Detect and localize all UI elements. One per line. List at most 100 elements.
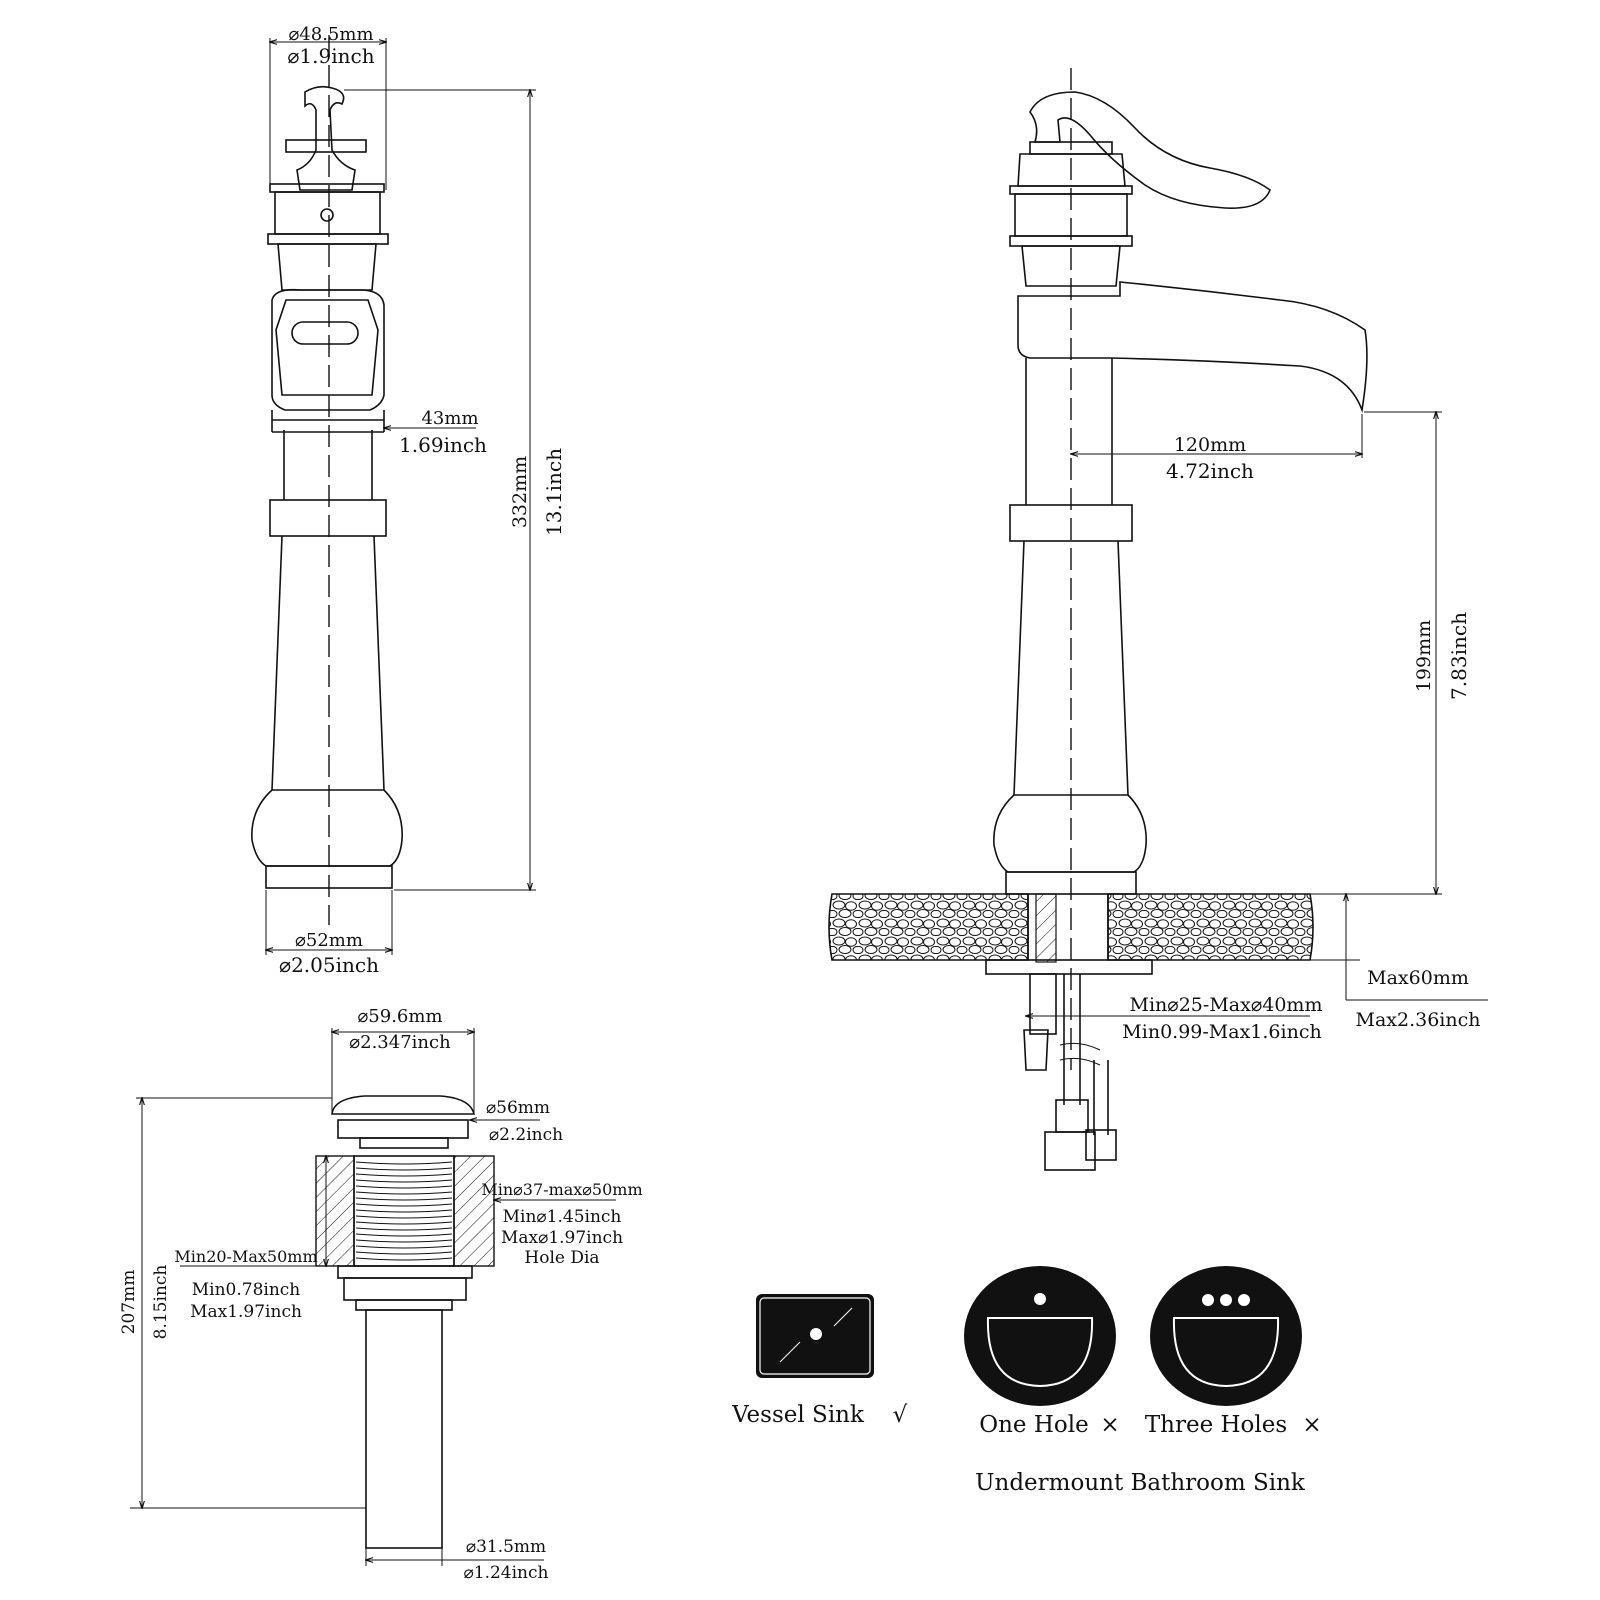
upper-neck <box>277 243 377 291</box>
upper-collar <box>267 233 389 245</box>
drain-view: ⌀59.6mm ⌀2.347inch ⌀56mm ⌀2.2inch Min⌀37… <box>119 1006 643 1583</box>
drain-hole-label: Hole Dia <box>524 1248 599 1268</box>
hose-fitting-left <box>1055 1099 1089 1133</box>
side-view: 120mm 4.72inch 199mm 7.83inch Max60mm Ma… <box>828 68 1488 1171</box>
vessel-check-mark: √ <box>893 1402 908 1428</box>
drain-tailpiece <box>365 1309 443 1549</box>
drain-height-in: 8.15inch <box>151 1265 171 1340</box>
thread-line <box>355 1173 453 1177</box>
thread-line <box>355 1191 453 1195</box>
spout-face <box>275 299 379 396</box>
front-neck-in: 1.69inch <box>399 433 487 457</box>
drain-thickness-mm: Min20-Max50mm <box>174 1247 317 1266</box>
base-bulge <box>251 789 403 867</box>
stud-shank <box>1029 973 1057 1035</box>
vessel-sink-label: Vessel Sink <box>731 1402 865 1428</box>
lower-column <box>271 535 385 791</box>
drain-cap-in: ⌀2.347inch <box>349 1032 451 1053</box>
thread-line <box>355 1197 453 1201</box>
thread-line <box>355 1251 453 1255</box>
drain-cap-mm: ⌀59.6mm <box>357 1006 442 1027</box>
side-deck-in: Max2.36inch <box>1356 1009 1481 1031</box>
sink-types: Vessel Sink √ One Hole × Three Holes × U… <box>731 1266 1322 1496</box>
side-upper-neck <box>1021 245 1121 287</box>
handle-collar <box>285 139 367 153</box>
front-height-mm: 332mm <box>509 456 531 528</box>
drain-cap <box>331 1095 476 1115</box>
side-deck-mm: Max60mm <box>1367 967 1469 989</box>
side-spout-height-in: 7.83inch <box>1447 612 1471 700</box>
side-base-bulge <box>993 794 1147 873</box>
thread-line <box>355 1227 453 1231</box>
mounting-plate <box>985 959 1153 975</box>
side-lever <box>1029 91 1271 209</box>
thread-line <box>355 1245 453 1249</box>
thread-line <box>355 1215 453 1219</box>
thread-line <box>355 1239 453 1243</box>
front-top-dia-in: ⌀1.9inch <box>287 44 374 68</box>
front-top-dia-mm: ⌀48.5mm <box>288 24 373 45</box>
three-holes-x-mark: × <box>1302 1412 1321 1438</box>
thread-line <box>355 1209 453 1213</box>
front-view: ⌀48.5mm ⌀1.9inch 43mm 1.69inch 332mm 13.… <box>251 24 566 977</box>
one-hole-x-mark: × <box>1100 1412 1119 1438</box>
front-height-in: 13.1inch <box>542 448 566 536</box>
drain-flange-step <box>359 1137 449 1149</box>
one-hole-sink-icon <box>964 1266 1116 1406</box>
side-hole-dia-mm: Min⌀25-Max⌀40mm <box>1130 994 1323 1016</box>
mount-nut <box>1023 1029 1049 1071</box>
drain-flange <box>337 1119 469 1139</box>
basin-wall-left <box>315 1155 355 1267</box>
hose-nut-left <box>1044 1131 1096 1171</box>
drain-tail-in: ⌀1.24inch <box>464 1563 549 1583</box>
drain-flange-in: ⌀2.2inch <box>489 1125 563 1145</box>
thread-line <box>355 1257 453 1261</box>
thread-line <box>355 1185 453 1189</box>
thread-line <box>355 1179 453 1183</box>
top-body <box>274 191 381 235</box>
spout-body <box>271 288 385 411</box>
hose-fitting-right <box>1085 1129 1117 1161</box>
countertop-right <box>1107 893 1314 961</box>
side-lower-column <box>1013 540 1129 796</box>
mid-collar <box>269 499 387 537</box>
front-handle <box>296 85 356 191</box>
upper-column <box>283 430 373 500</box>
drain-nut-lower <box>355 1299 453 1311</box>
side-spout-height-mm: 199mm <box>1413 620 1435 692</box>
thread-line <box>355 1167 453 1171</box>
drain-flange-mm: ⌀56mm <box>486 1098 550 1118</box>
basin-wall-right <box>453 1155 495 1267</box>
drain-thickness-min-in: Min0.78inch <box>192 1280 301 1300</box>
front-base-dia-in: ⌀2.05inch <box>279 953 379 977</box>
thread-line <box>355 1161 453 1165</box>
side-hole-dia-in: Min0.99-Max1.6inch <box>1122 1021 1321 1043</box>
undermount-label: Undermount Bathroom Sink <box>975 1470 1306 1496</box>
side-reach-in: 4.72inch <box>1166 459 1254 483</box>
vessel-sink-icon <box>756 1294 874 1378</box>
front-neck-mm: 43mm <box>421 408 478 429</box>
spout-outlet <box>291 321 359 345</box>
drain-threads <box>355 1161 453 1261</box>
drain-height-mm: 207mm <box>119 1270 139 1335</box>
countertop-left <box>828 893 1029 961</box>
mounting-stud <box>1035 893 1057 963</box>
drain-hole-min-in: Min⌀1.45inch <box>503 1207 622 1227</box>
thread-line <box>355 1203 453 1207</box>
drain-hole-range-mm: Min⌀37-max⌀50mm <box>481 1180 642 1199</box>
thread-line <box>355 1233 453 1237</box>
side-reach-mm: 120mm <box>1174 434 1246 456</box>
waterfall-spout <box>1017 281 1368 414</box>
three-holes-label: Three Holes <box>1145 1412 1287 1438</box>
drain-thickness-max-in: Max1.97inch <box>190 1302 302 1322</box>
front-base-dia-mm: ⌀52mm <box>295 930 363 951</box>
three-holes-sink-icon <box>1150 1266 1302 1406</box>
drain-washer <box>337 1265 473 1279</box>
one-hole-label: One Hole <box>979 1412 1088 1438</box>
drain-tail-mm: ⌀31.5mm <box>466 1537 546 1557</box>
drain-nut <box>343 1277 467 1301</box>
thread-line <box>355 1221 453 1225</box>
set-screw <box>320 208 334 222</box>
drain-hole-max-in: Max⌀1.97inch <box>501 1228 623 1248</box>
